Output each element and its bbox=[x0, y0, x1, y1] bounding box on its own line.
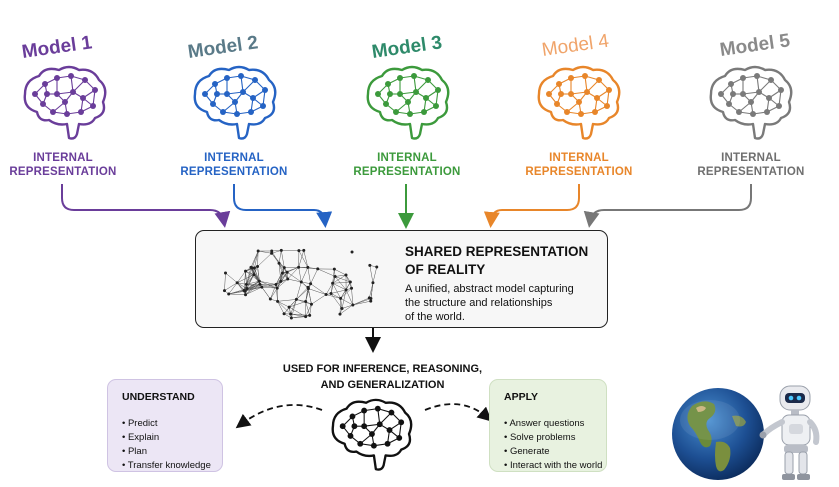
shared-representation-box: SHARED REPRESENTATION OF REALITY A unifi… bbox=[195, 230, 608, 328]
understand-list: Predict Explain Plan Transfer knowledge bbox=[122, 417, 211, 473]
brain-network-icon bbox=[366, 65, 450, 140]
brain-network-icon bbox=[23, 65, 107, 140]
arrow-model-2 bbox=[233, 184, 333, 228]
list-item: Answer questions bbox=[504, 417, 602, 431]
globe-icon bbox=[672, 388, 764, 480]
brain-network-icon bbox=[331, 398, 413, 471]
understand-card: UNDERSTAND Predict Explain Plan Transfer… bbox=[107, 379, 223, 472]
apply-list: Answer questions Solve problems Generate… bbox=[504, 417, 602, 473]
robot-icon bbox=[759, 385, 820, 480]
arrow-to-understand bbox=[235, 404, 323, 429]
list-item: Explain bbox=[122, 431, 211, 445]
arrow-model-5 bbox=[583, 184, 752, 228]
list-item: Predict bbox=[122, 417, 211, 431]
list-item: Transfer knowledge bbox=[122, 459, 211, 473]
arrow-model-4 bbox=[483, 184, 580, 228]
brain-network-icon bbox=[537, 65, 621, 140]
shared-representation-description: A unified, abstract model capturing the … bbox=[405, 283, 574, 323]
list-item: Plan bbox=[122, 445, 211, 459]
apply-title: APPLY bbox=[504, 391, 539, 403]
shared-representation-title: SHARED REPRESENTATION OF REALITY bbox=[405, 244, 589, 277]
list-item: Generate bbox=[504, 445, 602, 459]
apply-card: APPLY Answer questions Solve problems Ge… bbox=[489, 379, 607, 472]
brain-network-icon bbox=[193, 65, 277, 140]
brain-network-icon bbox=[709, 65, 793, 140]
list-item: Solve problems bbox=[504, 431, 602, 445]
arrow-model-1 bbox=[61, 184, 231, 228]
usage-label: USED FOR INFERENCE, REASONING, AND GENER… bbox=[282, 363, 483, 391]
arrow-to-apply bbox=[424, 403, 493, 422]
network-graph-icon bbox=[222, 248, 379, 320]
understand-title: UNDERSTAND bbox=[122, 391, 195, 403]
list-item: Interact with the world bbox=[504, 459, 602, 473]
